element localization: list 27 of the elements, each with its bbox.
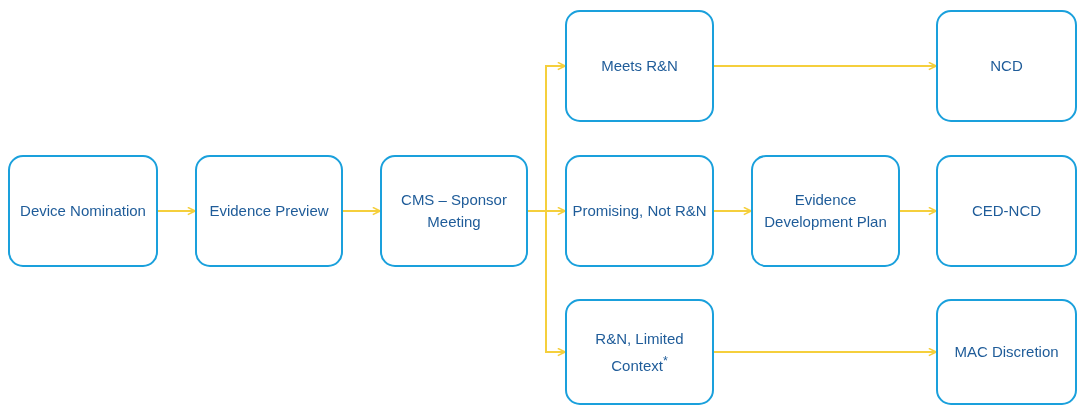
box-label: R&N, Limited Context$^{*}$ [594, 328, 685, 376]
box-label: Evidence Development Plan [763, 190, 888, 232]
process-box [8, 155, 158, 267]
box-label: NCD [989, 56, 1024, 76]
box-label: Device Nomination [19, 201, 147, 221]
process-box [751, 155, 900, 267]
process-box [380, 155, 528, 267]
process-box [936, 155, 1077, 267]
box-label: Promising, Not R&N [571, 201, 708, 221]
box-label: CED-NCD [970, 201, 1043, 221]
process-box [936, 10, 1077, 122]
arrow [342, 206, 381, 216]
box-label: CMS – Sponsor Meeting [400, 190, 508, 232]
box-label: Meets R&N [600, 56, 679, 76]
arrow [157, 206, 196, 216]
arrow [713, 61, 937, 71]
arrow [899, 206, 937, 216]
box-label: MAC Discretion [953, 342, 1060, 362]
process-box [936, 299, 1077, 405]
process-box [565, 299, 714, 405]
arrow [713, 206, 752, 216]
process-box [565, 10, 714, 122]
box-label: Evidence Preview [208, 201, 330, 221]
process-box [565, 155, 714, 267]
arrow [527, 210, 566, 357]
arrow [713, 347, 937, 357]
process-box [195, 155, 343, 267]
